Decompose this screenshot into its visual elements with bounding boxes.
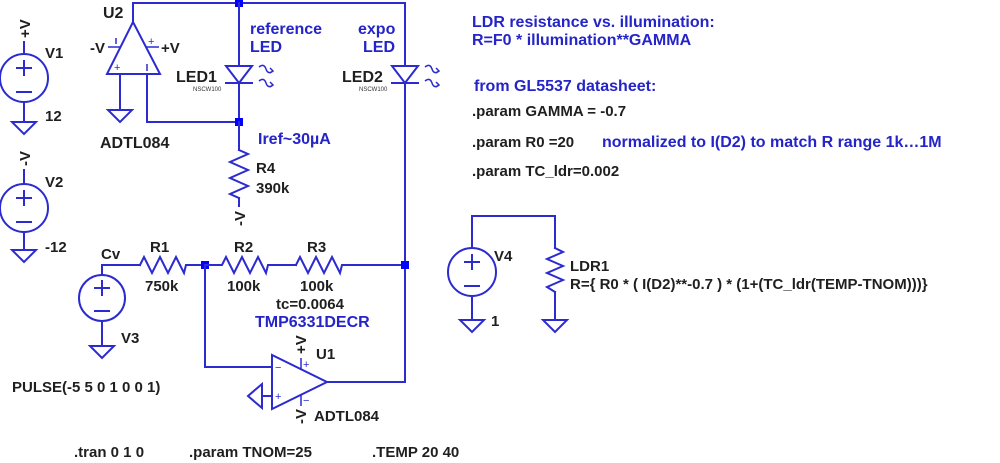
component-value-v4: 1 (491, 313, 499, 330)
resistor-r4[interactable]: -V R4 390k (227, 121, 290, 226)
svg-text:+: + (303, 359, 309, 371)
component-value-v3: PULSE(-5 5 0 1 0 0 1) (12, 379, 160, 396)
component-value-r4: 390k (256, 180, 290, 197)
net-label-minus-v: -V (17, 151, 34, 166)
voltage-source-v3[interactable]: Cv V3 PULSE(-5 5 0 1 0 0 1) (12, 246, 160, 396)
net-label-plus-v: +V (17, 19, 34, 38)
diode-icon (389, 65, 421, 85)
component-model-led1: NSCW100 (193, 87, 222, 93)
ground-icon (9, 249, 39, 264)
net-label-minus-v: -V (232, 211, 249, 226)
component-name-v1: V1 (45, 45, 63, 62)
resistor-icon (544, 246, 566, 294)
resistor-r2[interactable]: R2 100k (204, 239, 297, 295)
resistor-r3[interactable]: R3 100k tc=0.0064 TMP6331DECR (255, 239, 406, 331)
component-name-r4: R4 (256, 160, 276, 177)
pin-label-minus-v: -V (293, 409, 310, 424)
ground-icon (457, 319, 487, 334)
opamp-triangle-u1 (271, 353, 330, 411)
component-value-v2: -12 (45, 239, 67, 256)
comment-iref: Iref~30µA (258, 131, 331, 148)
voltage-source-v1[interactable]: +V V1 12 (0, 19, 63, 136)
component-value-r3: 100k (300, 278, 334, 295)
directive-param-r0[interactable]: .param R0 =20 (472, 134, 574, 151)
component-name-r2: R2 (234, 239, 253, 256)
component-name-v3: V3 (121, 330, 139, 347)
resistor-icon (294, 254, 406, 276)
ground-icon (105, 109, 135, 124)
component-part-r3: TMP6331DECR (255, 314, 370, 331)
comment-reference-led: reference (250, 21, 322, 38)
component-name-led1: LED1 (176, 69, 217, 86)
component-value-v1: 12 (45, 108, 62, 125)
ground-icon (246, 381, 263, 411)
net-label-cv: Cv (101, 246, 121, 263)
component-name-r1: R1 (150, 239, 169, 256)
opamp-u2[interactable]: -V + +V + U2 ADTL084 (90, 2, 240, 152)
svg-text:LED: LED (250, 39, 282, 56)
directive-tran[interactable]: .tran 0 1 0 (74, 444, 144, 461)
component-name-v2: V2 (45, 174, 63, 191)
comment-ldr-formula: R=F0 * illumination**GAMMA (472, 32, 692, 49)
directive-param-tc-ldr[interactable]: .param TC_ldr=0.002 (472, 163, 619, 180)
component-name-ldr1: LDR1 (570, 258, 609, 275)
led-led2[interactable]: LED2 NSCW100 expo LED (342, 2, 441, 383)
svg-text:+: + (275, 391, 281, 403)
component-name-u2: U2 (103, 5, 124, 22)
component-value-ldr1: R={ R0 * ( I(D2)**-0.7 ) * (1+(TC_ldr(TE… (570, 276, 928, 293)
component-tc-r3: tc=0.0064 (276, 296, 345, 313)
component-name-v4: V4 (494, 248, 513, 265)
ground-icon (540, 319, 570, 334)
pin-label-plus-v: +V (293, 335, 310, 354)
junction-dot (401, 261, 409, 269)
resistor-icon (138, 254, 206, 276)
svg-text:+: + (148, 36, 154, 48)
directive-param-tnom[interactable]: .param TNOM=25 (189, 444, 312, 461)
ground-icon (9, 121, 39, 136)
svg-text:LED: LED (363, 39, 395, 56)
directive-temp[interactable]: .TEMP 20 40 (372, 444, 459, 461)
resistor-icon (227, 148, 251, 200)
directive-param-gamma[interactable]: .param GAMMA = -0.7 (472, 103, 626, 120)
voltage-source-v2[interactable]: -V V2 -12 (0, 151, 67, 264)
opamp-triangle-u2 (105, 19, 162, 75)
component-name-led2: LED2 (342, 69, 383, 86)
pin-label-minus-v: -V (90, 40, 105, 57)
resistor-ldr1[interactable]: LDR1 R={ R0 * ( I(D2)**-0.7 ) * (1+(TC_l… (540, 215, 928, 334)
component-model-u1: ADTL084 (314, 408, 380, 425)
opamp-u1[interactable]: − + + − +V -V U1 ADTL084 (246, 335, 406, 425)
ground-icon (87, 345, 117, 360)
component-name-u1: U1 (316, 346, 335, 363)
component-model-led2: NSCW100 (359, 87, 388, 93)
svg-text:−: − (275, 362, 281, 374)
component-name-r3: R3 (307, 239, 326, 256)
resistor-r1[interactable]: R1 750k (138, 239, 206, 295)
component-value-r1: 750k (145, 278, 179, 295)
svg-text:−: − (303, 395, 309, 407)
comment-expo-led: expo (358, 21, 396, 38)
comment-datasheet: from GL5537 datasheet: (474, 78, 656, 95)
pin-label-plus-v: +V (161, 40, 180, 57)
svg-text:+: + (114, 62, 120, 74)
light-emission-icon (258, 64, 275, 74)
component-model-u2: ADTL084 (100, 135, 169, 152)
resistor-icon (204, 254, 297, 276)
comment-r0-normalized: normalized to I(D2) to match R range 1k…… (602, 134, 942, 151)
voltage-source-v4[interactable]: V4 1 (447, 215, 556, 334)
light-emission-icon (424, 64, 441, 74)
component-value-r2: 100k (227, 278, 261, 295)
comment-ldr-title: LDR resistance vs. illumination: (472, 14, 715, 31)
diode-icon (223, 65, 255, 85)
led-led1[interactable]: LED1 NSCW100 reference LED (176, 2, 322, 123)
